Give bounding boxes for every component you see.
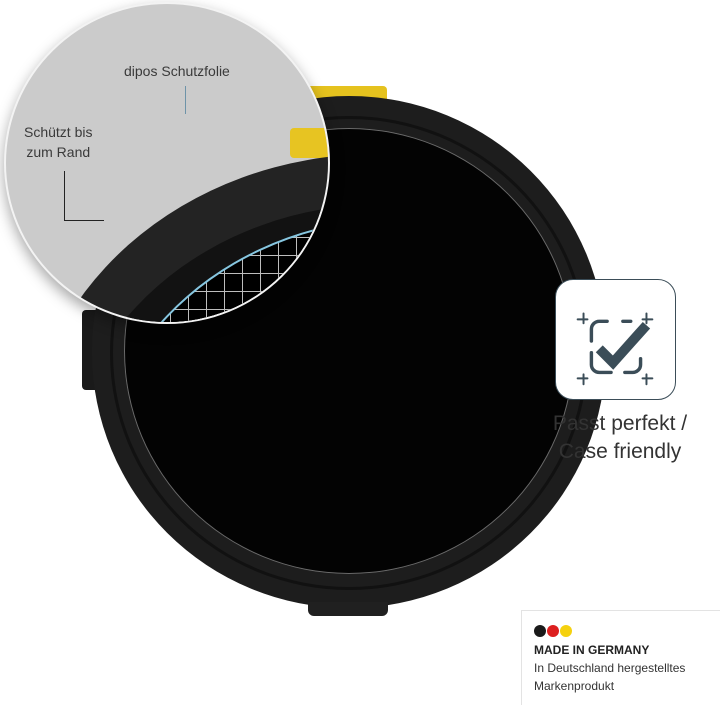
made-in-germany-line2: Markenprodukt [534, 679, 615, 693]
made-in-germany-line1: In Deutschland hergestelltes [534, 661, 686, 675]
edge-label-line2: zum Rand [26, 144, 91, 160]
german-flag-dots-icon [534, 625, 572, 637]
magnified-yellow-tab [290, 128, 328, 158]
check-in-frame-icon [576, 312, 654, 386]
film-pointer-line [185, 86, 186, 114]
flag-dot-red [547, 625, 559, 637]
edge-pointer-line-horizontal [64, 220, 104, 221]
film-label: dipos Schutzfolie [124, 63, 230, 79]
made-in-germany-title: MADE IN GERMANY [534, 643, 650, 657]
strap-lug-bottom [308, 602, 388, 616]
flag-dot-black [534, 625, 546, 637]
feature-caption: Passt perfekt / Case friendly [520, 410, 720, 466]
magnifier-callout [4, 2, 330, 324]
feature-caption-line2: Case friendly [558, 440, 682, 463]
made-in-germany-badge: MADE IN GERMANY In Deutschland hergestel… [521, 610, 720, 705]
edge-pointer-line-vertical [64, 171, 65, 221]
feature-caption-line1: Passt perfekt / [552, 412, 688, 435]
flag-dot-gold [560, 625, 572, 637]
edge-label: Schützt bis zum Rand [24, 122, 92, 162]
feature-badge [555, 279, 676, 400]
edge-label-line1: Schützt bis [24, 124, 93, 140]
